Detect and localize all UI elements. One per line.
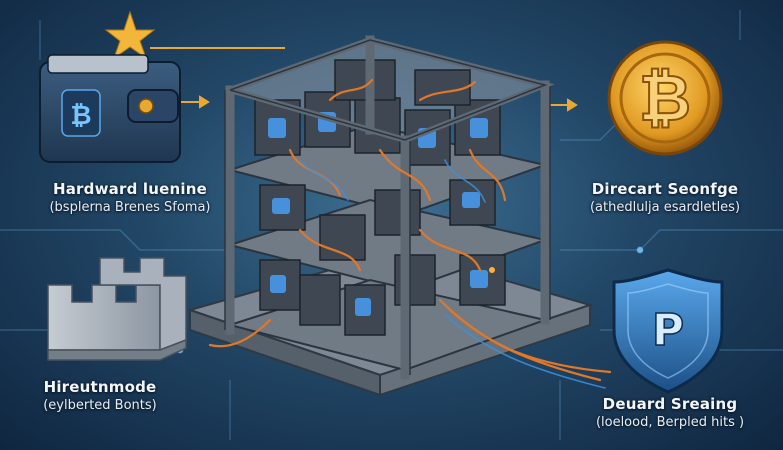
label-bottom-right-title: Deuard Sreaing	[602, 395, 738, 413]
star-icon	[104, 10, 156, 60]
bitcoin-coin-icon	[607, 40, 723, 156]
label-top-right: Direcart Seonfge (athedlulja esardletles…	[560, 180, 770, 215]
castle-blocks-icon	[47, 257, 187, 361]
label-bottom-right: Deuard Sreaing (loelood, Berpled hits )	[570, 395, 770, 430]
label-top-right-subtitle: (athedlulja esardletles)	[589, 200, 741, 215]
label-top-left: Hardward luenine (bsplerna Brenes Sfoma)	[20, 180, 240, 215]
label-bottom-left-title: Hireutnmode	[43, 378, 157, 396]
mining-rig	[208, 35, 612, 389]
shield-symbol: P	[652, 305, 684, 356]
label-bottom-left: Hireutnmode (eylberted Bonts)	[20, 378, 180, 413]
label-top-left-title: Hardward luenine	[52, 180, 207, 198]
label-bottom-right-subtitle: (loelood, Berpled hits )	[595, 415, 745, 430]
label-bottom-left-subtitle: (eylberted Bonts)	[43, 398, 157, 413]
wallet-icon	[39, 54, 181, 163]
label-top-right-title: Direcart Seonfge	[591, 180, 739, 198]
coin-symbol: ₿	[639, 62, 691, 136]
wallet-symbol: ₿	[70, 101, 91, 131]
label-top-left-subtitle: (bsplerna Brenes Sfoma)	[49, 200, 211, 215]
shield-icon	[612, 268, 724, 394]
